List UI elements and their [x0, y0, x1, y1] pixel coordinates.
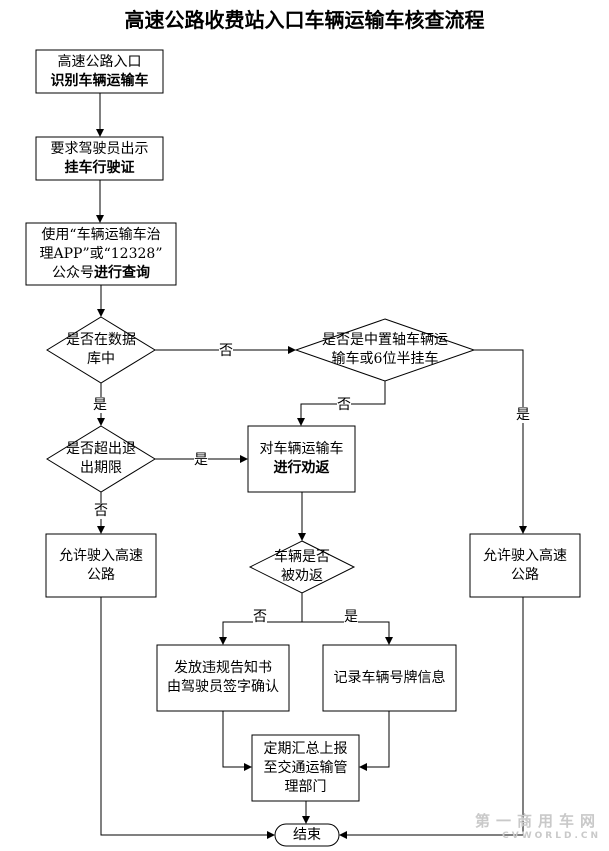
exit-deadline-text: 是否超出退 出期限: [66, 441, 136, 476]
edge-axle-yes: [474, 349, 527, 534]
page-title: 高速公路收费站入口车辆运输车核查流程: [124, 8, 485, 32]
violation-notice-text: 发放违规告知书 由驾驶员签字确认: [167, 660, 279, 695]
query-text: 使用“车辆运输车治 理APP”或“12328” 公众号进行查询: [39, 226, 163, 281]
allow-right-box: [469, 533, 581, 598]
label-deadline-no: 否: [94, 503, 108, 519]
in-database-text: 是否在数据 库中: [66, 332, 136, 367]
label-axle-no: 否: [337, 397, 351, 413]
report-box: [251, 734, 360, 802]
edge-persuaded-yes: [302, 621, 393, 645]
edge-record-report: [359, 711, 390, 771]
label-persuaded-yes: 是: [344, 609, 358, 625]
persuade-text: 对车辆运输车 进行劝返: [259, 441, 344, 476]
edge-notice-report: [222, 711, 252, 771]
report-text: 定期汇总上报 至交通运输管 理部门: [263, 740, 348, 795]
violation-notice-box: [156, 644, 290, 712]
edge-right-end: [339, 597, 524, 839]
persuaded-text: 车辆是否 被劝返: [274, 549, 330, 584]
record-plate-text: 记录车辆号牌信息: [333, 669, 446, 686]
query-box: [25, 222, 177, 286]
show-license-box: [35, 136, 164, 181]
record-plate-box: [322, 644, 457, 712]
label-database-yes: 是: [93, 397, 107, 413]
allow-right-text: 允许驶入高速 公路: [483, 547, 567, 583]
label-database-no: 否: [219, 343, 233, 359]
label-persuaded-no: 否: [253, 609, 267, 625]
allow-left-text: 允许驶入高速 公路: [59, 547, 143, 583]
end-text: 结束: [293, 826, 321, 843]
label-axle-yes: 是: [516, 407, 530, 423]
entry-box: [35, 49, 164, 94]
edge-left-end: [100, 597, 275, 839]
watermark-logo: 第一商用车网 CVWORLD.CN: [474, 812, 601, 841]
label-deadline-yes: 是: [194, 452, 208, 468]
axle-check-text: 是否是中置轴车辆运 输车或6位半挂车: [322, 332, 448, 367]
show-license-text: 要求驾驶员出示 挂车行驶证: [50, 140, 149, 176]
entry-text: 高速公路入口 识别车辆运输车: [50, 53, 149, 89]
